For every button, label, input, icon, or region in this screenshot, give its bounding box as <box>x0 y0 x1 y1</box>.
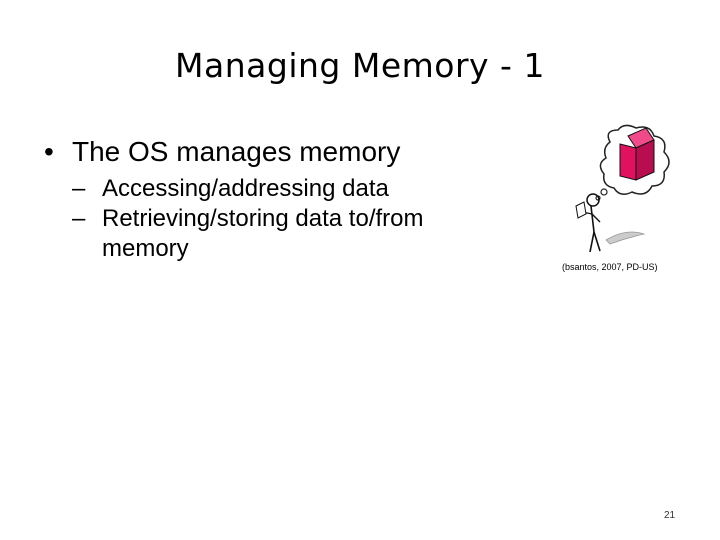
sub-bullet-list: – Accessing/addressing data – Retrieving… <box>44 174 504 264</box>
sub-bullet-marker: – <box>72 205 86 232</box>
slide-title: Managing Memory - 1 <box>175 46 545 85</box>
bullet-item: • The OS manages memory <box>44 132 504 172</box>
stick-figure-thinking-of-pink-box-icon <box>566 122 678 262</box>
bullet-text: The OS manages memory <box>72 136 401 167</box>
sub-bullet-marker: – <box>72 175 86 202</box>
page-number: 21 <box>664 510 676 521</box>
image-credit: (bsantos, 2007, PD-US) <box>562 262 658 272</box>
sub-bullet-item: – Retrieving/storing data to/from memory <box>72 204 504 264</box>
sub-bullet-text: Accessing/addressing data <box>102 175 389 202</box>
sub-bullet-text: Retrieving/storing data to/from memory <box>102 205 424 262</box>
bullet-marker: • <box>44 136 54 167</box>
sub-bullet-item: – Accessing/addressing data <box>72 174 504 204</box>
bullet-list: • The OS manages memory – Accessing/addr… <box>44 132 504 264</box>
